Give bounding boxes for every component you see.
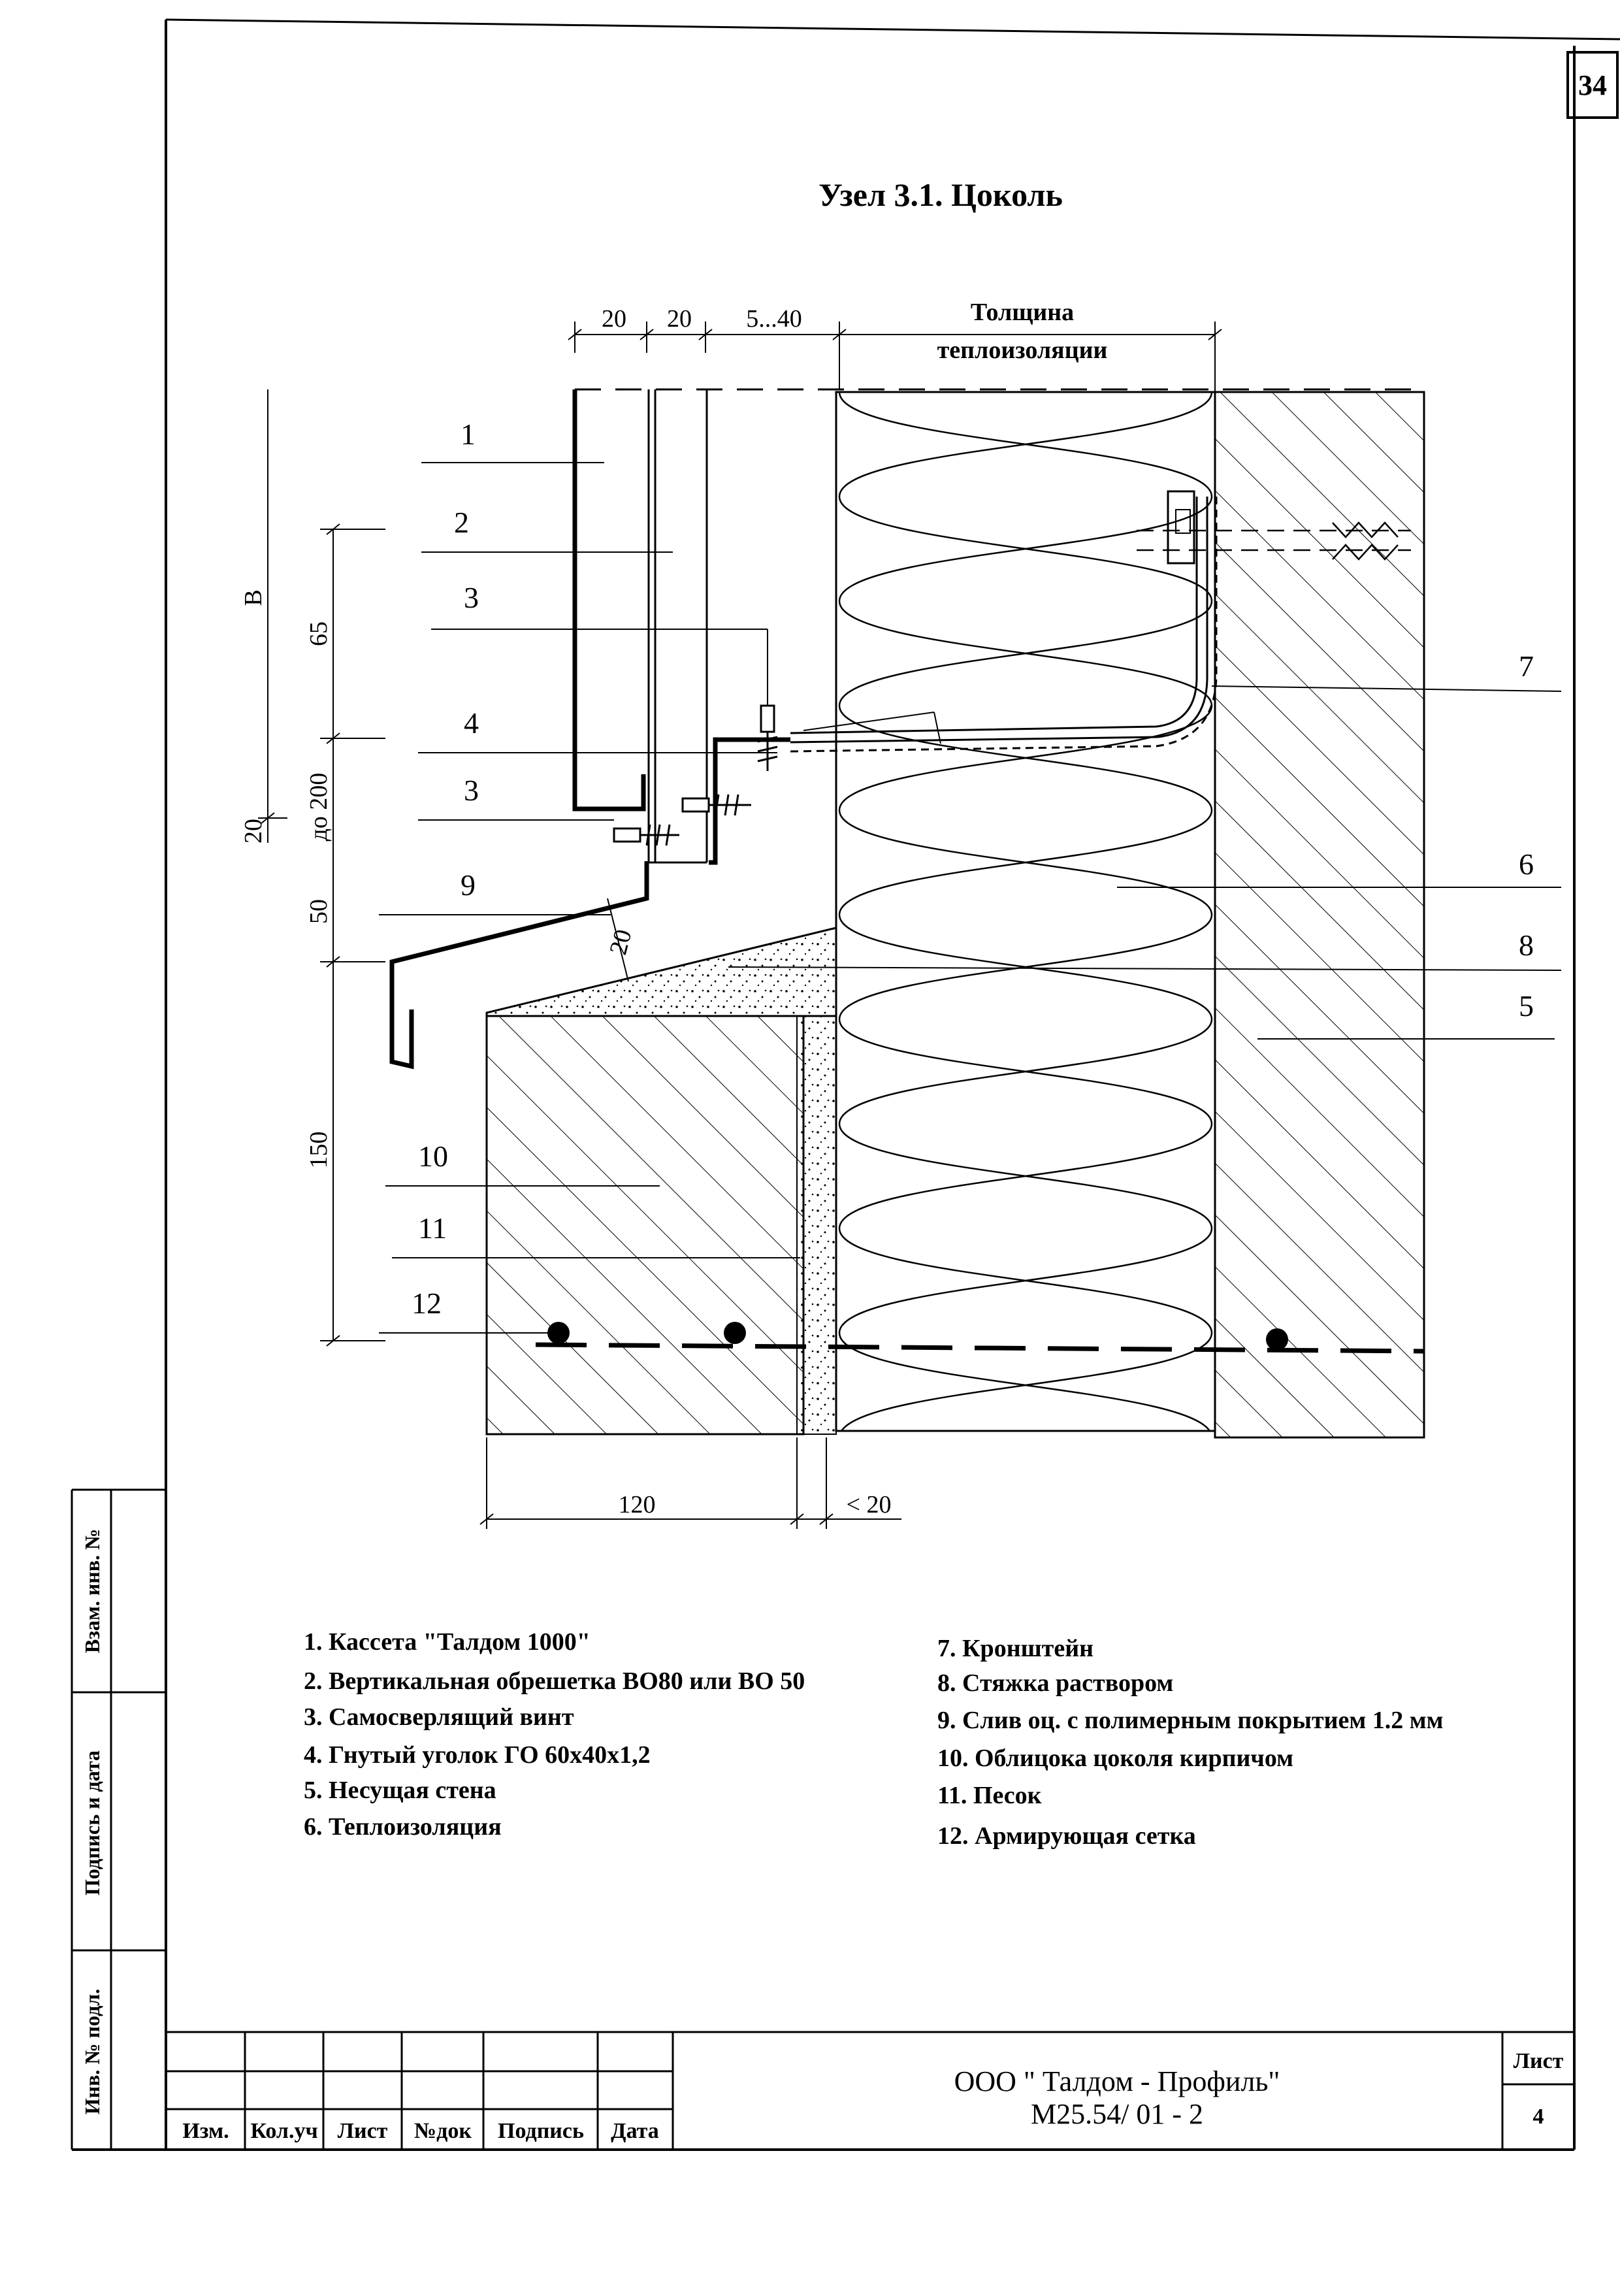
anchor-dowel	[1137, 521, 1411, 561]
insulation-thickness-label-1: Толщина	[971, 299, 1074, 326]
tb-code: М25.54/ 01 - 2	[1031, 2098, 1203, 2130]
callout-6: 6	[1519, 847, 1534, 881]
reinforcing-mesh	[535, 1322, 1425, 1354]
legend-right: 7. Кронштейн 8. Стяжка раствором 9. Слив…	[937, 1635, 1444, 1850]
dimension-lines	[258, 321, 1222, 1529]
dim-left-65: 65	[305, 621, 332, 646]
legend-item-2: 2. Вертикальная обрешетка ВО80 или ВО 50	[304, 1667, 805, 1695]
callout-8: 8	[1519, 928, 1534, 962]
screw-lower-1	[613, 824, 679, 846]
tb-header-data: Дата	[611, 2119, 659, 2143]
legend-item-3: 3. Самосверлящий винт	[304, 1703, 574, 1731]
side-stamp	[71, 1488, 166, 2150]
callout-12: 12	[412, 1287, 442, 1320]
callout-4: 4	[464, 706, 479, 740]
stamp-inv-podl: Инв. № подл.	[80, 1989, 104, 2114]
dim-slope-20: 20	[604, 927, 637, 958]
dim-top-5-40: 5...40	[746, 305, 802, 333]
bracket	[790, 490, 1218, 753]
drip-flashing	[389, 861, 649, 1070]
insulation	[835, 391, 1216, 1432]
tb-header-izm: Изм.	[182, 2119, 229, 2143]
legend-item-11: 11. Песок	[937, 1782, 1042, 1809]
sand-layer	[796, 1015, 837, 1435]
legend-item-9: 9. Слив оц. с полимерным покрытием 1.2 м…	[937, 1707, 1444, 1734]
callout-2: 2	[454, 506, 469, 539]
legend-item-8: 8. Стяжка раствором	[937, 1669, 1173, 1697]
vertical-batten	[647, 389, 708, 864]
callout-3-lower: 3	[464, 774, 479, 807]
bent-angle	[709, 737, 790, 865]
title-block	[166, 2031, 1574, 2150]
sheet-number: 34	[1578, 69, 1607, 101]
callout-10: 10	[418, 1140, 448, 1173]
legend-item-6: 6. Теплоизоляция	[304, 1813, 502, 1841]
callout-leaders	[379, 462, 1562, 1334]
insulation-thickness-label-2: теплоизоляции	[937, 336, 1108, 364]
sheet-frame	[72, 18, 1620, 2151]
legend-item-5: 5. Несущая стена	[304, 1777, 496, 1804]
mortar-screed	[485, 927, 837, 1017]
dim-left-do200: до 200	[305, 773, 332, 842]
tb-header-ndok: №док	[414, 2119, 472, 2143]
dim-top-20-b: 20	[667, 305, 692, 333]
callout-7: 7	[1519, 649, 1534, 683]
dim-top-20-a: 20	[602, 305, 626, 333]
dim-bottom-120: 120	[619, 1491, 656, 1518]
screw-lower-2	[681, 794, 751, 816]
dim-left-B: В	[240, 589, 267, 606]
brick-plinth	[485, 1015, 805, 1435]
callout-1: 1	[461, 418, 476, 451]
tb-header-list: Лист	[338, 2119, 388, 2143]
legend-item-10: 10. Облицока цоколя кирпичом	[937, 1745, 1293, 1772]
tb-header-podpis: Подпись	[498, 2119, 584, 2143]
dim-left-50: 50	[305, 899, 332, 924]
dim-bottom-lt20: < 20	[847, 1491, 892, 1518]
dim-left-150: 150	[305, 1132, 332, 1169]
callout-3-upper: 3	[464, 581, 479, 614]
cassette-profile	[572, 389, 646, 812]
legend-item-7: 7. Кронштейн	[937, 1635, 1094, 1662]
legend-item-12: 12. Армирующая сетка	[937, 1822, 1196, 1850]
legend-item-4: 4. Гнутый уголок ГО 60х40х1,2	[304, 1741, 651, 1769]
drawing-title: Узел 3.1. Цоколь	[818, 176, 1063, 213]
callout-11: 11	[418, 1211, 447, 1245]
callout-9: 9	[461, 868, 476, 902]
tb-sheet-label: Лист	[1514, 2049, 1564, 2073]
stamp-vzam-inv: Взам. инв. №	[80, 1529, 104, 1653]
tb-company: ООО " Талдом - Профиль"	[954, 2065, 1280, 2097]
callout-5: 5	[1519, 989, 1534, 1023]
tb-header-koluch: Кол.уч	[250, 2119, 317, 2143]
tb-sheet-value: 4	[1533, 2105, 1544, 2129]
legend-left: 1. Кассета "Талдом 1000" 2. Вертикальная…	[304, 1628, 805, 1841]
stamp-podpis-data: Подпись и дата	[80, 1750, 104, 1895]
legend-item-1: 1. Кассета "Талдом 1000"	[304, 1628, 591, 1656]
dim-left-20: 20	[240, 819, 267, 844]
bearing-wall	[1214, 391, 1425, 1439]
